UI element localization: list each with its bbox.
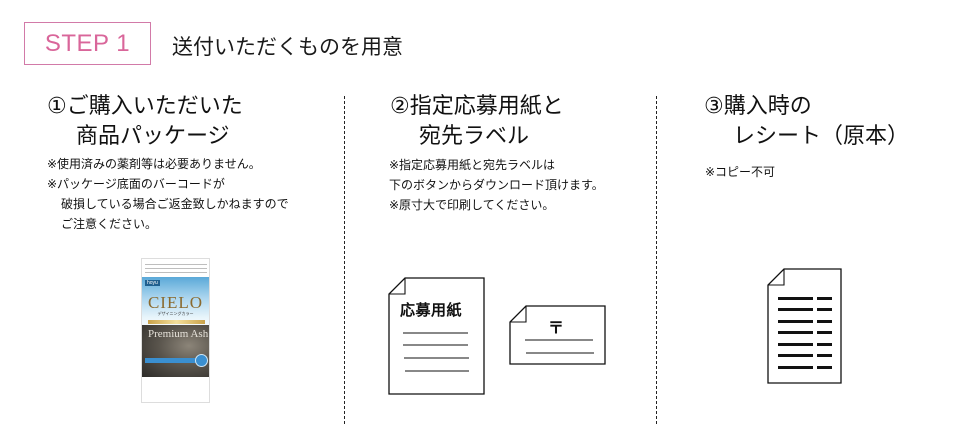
note: ※コピー不可 bbox=[705, 165, 776, 179]
item-1-heading-line2: 商品パッケージ bbox=[76, 124, 230, 149]
note: 破損している場合ご返金致しかねますので bbox=[61, 197, 289, 211]
step-badge: STEP 1 bbox=[24, 22, 151, 65]
item-1-notes: ※使用済みの薬剤等は必要ありません。 ※パッケージ底面のバーコードが 破損してい… bbox=[47, 154, 289, 234]
package-seal-icon bbox=[195, 354, 208, 367]
note: ※パッケージ底面のバーコードが bbox=[47, 177, 225, 191]
note: ※原寸大で印刷してください。 bbox=[389, 198, 555, 212]
package-fine-print bbox=[145, 262, 207, 276]
item-2-heading-line2: 宛先ラベル bbox=[419, 124, 530, 149]
step-label: STEP 1 bbox=[44, 29, 131, 57]
item-2-notes: ※指定応募用紙と宛先ラベルは 下のボタンからダウンロード頂けます。 ※原寸大で印… bbox=[389, 155, 604, 215]
postal-mark-icon: 〒 bbox=[548, 318, 565, 337]
brand-logo: CIELO bbox=[147, 293, 204, 312]
maker-logo: hoyu bbox=[145, 280, 160, 286]
application-form-title: 応募用紙 bbox=[400, 301, 463, 319]
item-3-notes: ※コピー不可 bbox=[705, 162, 775, 182]
note: ※指定応募用紙と宛先ラベルは bbox=[389, 158, 556, 172]
package-gold-bar bbox=[148, 320, 205, 324]
item-3-heading-line2: レシート（原本） bbox=[733, 124, 910, 149]
item-3-heading-line1: ③購入時の bbox=[704, 94, 812, 119]
item-2-heading: ②指定応募用紙と 宛先ラベル bbox=[390, 92, 564, 152]
column-divider bbox=[344, 96, 345, 424]
note: ご注意ください。 bbox=[61, 217, 158, 231]
application-form-icon bbox=[388, 277, 486, 396]
package-subtitle: デザイニングカラー bbox=[157, 311, 194, 316]
address-label-icon bbox=[509, 305, 607, 366]
item-3-heading: ③購入時の レシート（原本） bbox=[704, 92, 909, 152]
shade-name: Premium Ash bbox=[148, 328, 209, 340]
note: 下のボタンからダウンロード頂けます。 bbox=[389, 178, 604, 192]
item-1-heading: ①ご購入いただいた 商品パッケージ bbox=[47, 92, 243, 152]
page-title: 送付いただくものを用意 bbox=[172, 35, 403, 59]
column-divider bbox=[656, 96, 657, 424]
item-2-heading-line1: ②指定応募用紙と bbox=[390, 94, 564, 119]
receipt-icon bbox=[767, 268, 843, 385]
note: ※使用済みの薬剤等は必要ありません。 bbox=[47, 157, 261, 171]
item-1-heading-line1: ①ご購入いただいた bbox=[47, 94, 243, 119]
package-blue-strip bbox=[145, 358, 200, 363]
product-package-image: hoyu CIELO デザイニングカラー Premium Ash bbox=[141, 258, 210, 403]
package-hair-photo bbox=[142, 325, 209, 377]
